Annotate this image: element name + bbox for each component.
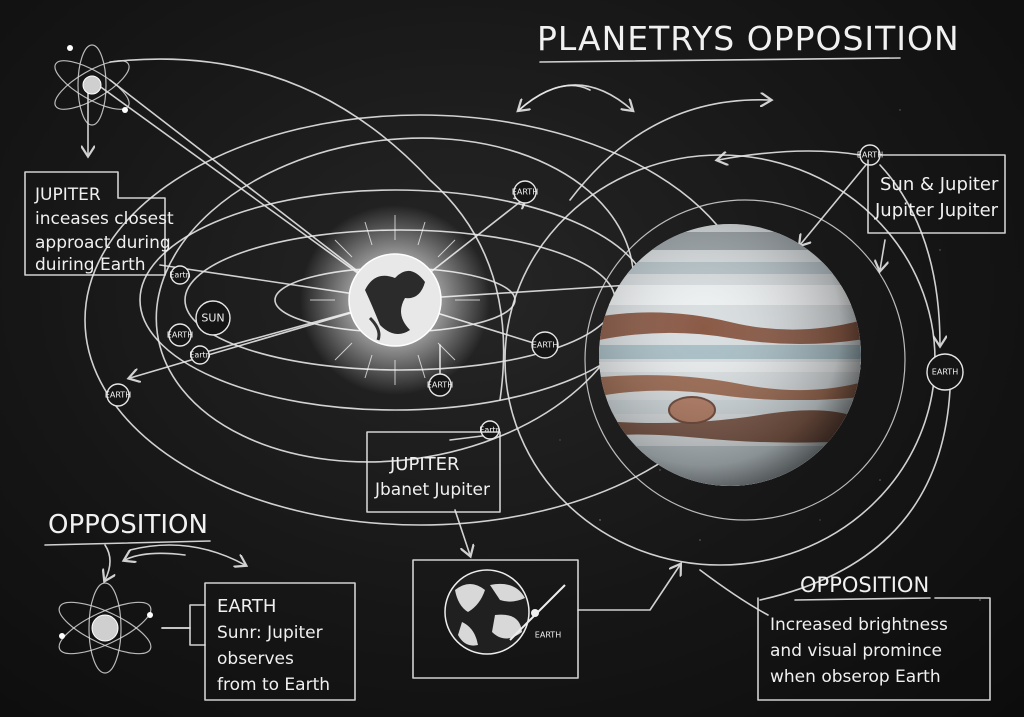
box-line: approact during xyxy=(35,233,171,253)
box-line: and visual promince xyxy=(770,641,942,661)
earth-node: EARTH xyxy=(512,180,538,204)
brightness-box: Increased brightness and visual promince… xyxy=(757,597,991,701)
opposition-heading-left: OPPOSITION xyxy=(48,510,208,540)
jupiter-center-box: JUPITER Jbanet Jupiter xyxy=(366,431,501,513)
svg-text:EARTH: EARTH xyxy=(857,151,883,160)
box-line: EARTH xyxy=(217,596,276,617)
earth-small-node: Eartn xyxy=(189,345,211,365)
box-line: observes xyxy=(217,649,294,669)
earth-node: EARTH xyxy=(105,383,131,407)
orbit-nodes: EARTH EARTH EARTH EARTH EARTH EARTH EART… xyxy=(105,144,964,440)
earth-node: EARTH xyxy=(531,331,559,359)
box-line: from to Earth xyxy=(217,675,330,695)
globe-icon xyxy=(444,569,566,655)
svg-text:SUN: SUN xyxy=(201,312,224,325)
box-line: duiring Earth xyxy=(35,255,146,275)
earth-box: EARTH Sunr: Jupiter observes from to Ear… xyxy=(204,582,356,701)
atom-icon xyxy=(54,44,130,126)
box-line: Sunr: Jupiter xyxy=(217,623,323,643)
earth-node: EARTH xyxy=(427,373,453,397)
atom-icon xyxy=(58,582,153,674)
svg-text:EARTH: EARTH xyxy=(932,368,958,377)
box-line: when obserop Earth xyxy=(770,667,941,687)
svg-text:Eartn: Eartn xyxy=(479,426,500,435)
earth-node: EARTH xyxy=(167,323,193,347)
earth-small-node: Eartn xyxy=(169,265,191,285)
box-line: inceases closest xyxy=(35,209,174,229)
box-line: Sun & Jupiter xyxy=(880,174,999,195)
opposition-heading-right: OPPOSITION xyxy=(800,573,929,597)
svg-text:EARTH: EARTH xyxy=(512,188,538,197)
svg-text:EARTH: EARTH xyxy=(105,391,131,400)
box-line: JUPITER xyxy=(34,185,101,205)
jupiter-approach-box: JUPITER inceases closest approact during… xyxy=(24,171,174,276)
stars xyxy=(559,109,981,601)
page-title: PLANETRYS OPPOSITION xyxy=(537,19,960,58)
sun-jupiter-box: Sun & Jupiter Jupiter Jupiter xyxy=(867,154,1006,234)
globe-box: EARTH xyxy=(412,559,579,679)
sun-earth-icon xyxy=(300,205,490,395)
box-line: Jbanet Jupiter xyxy=(374,480,490,500)
svg-text:Eartn: Eartn xyxy=(169,271,190,280)
globe-earth-label: EARTH xyxy=(535,631,561,640)
svg-text:EARTH: EARTH xyxy=(532,341,558,350)
svg-text:EARTH: EARTH xyxy=(427,381,453,390)
box-line: Increased brightness xyxy=(770,615,948,635)
sun-node: SUN xyxy=(195,300,231,336)
earth-small-node: Eartn xyxy=(479,420,501,440)
earth-node: EARTH xyxy=(926,353,964,391)
box-line: JUPITER xyxy=(389,454,460,475)
svg-text:EARTH: EARTH xyxy=(167,331,193,340)
svg-text:Eartn: Eartn xyxy=(189,351,210,360)
box-line: Jupiter Jupiter xyxy=(874,200,999,221)
